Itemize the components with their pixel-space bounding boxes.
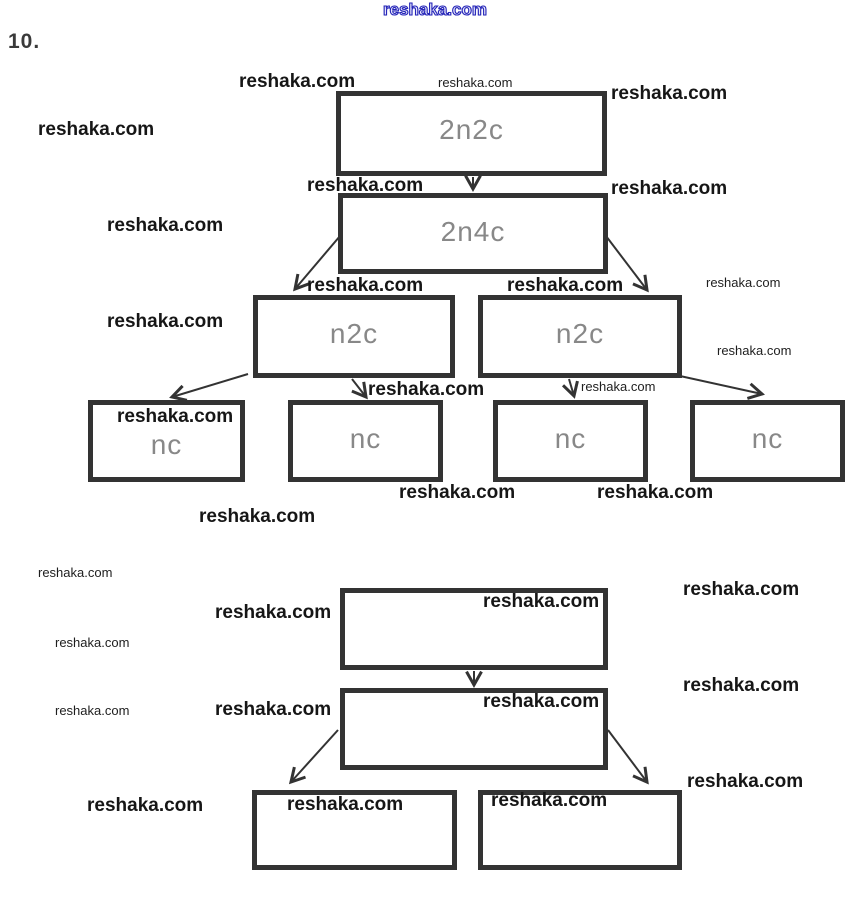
arrow-leftn2c-to-nc2 [351, 378, 368, 400]
box-empty-root [340, 588, 608, 670]
site-watermark: reshaka.com [307, 175, 424, 196]
box-empty-leaf-right [478, 790, 682, 870]
site-watermark: reshaka.com [215, 699, 332, 720]
box-empty-level2 [340, 688, 608, 770]
box-nc-3: nc [493, 400, 648, 482]
site-watermark: reshaka.com [117, 406, 234, 427]
site-watermark-header: reshaka.com [382, 0, 487, 19]
box-nc-1-label: nc [150, 429, 183, 460]
site-watermark: reshaka.com [55, 635, 130, 650]
site-watermark: reshaka.com [611, 83, 728, 104]
box-nc-4-label: nc [751, 423, 784, 454]
exercise-number: 10. [8, 30, 41, 53]
site-watermark: reshaka.com [483, 591, 600, 612]
box-nc-1: nc [88, 400, 245, 482]
site-watermark: reshaka.com [717, 343, 792, 358]
site-watermark: reshaka.com [307, 275, 424, 296]
arrow-level2-to-right-n2c [605, 235, 649, 293]
site-watermark: reshaka.com [581, 379, 656, 394]
site-watermark: reshaka.com [683, 579, 800, 600]
box-2n2c: 2n2c [336, 91, 607, 176]
site-watermark: reshaka.com [687, 771, 804, 792]
site-watermark: reshaka.com [38, 119, 155, 140]
box-empty-leaf-left [252, 790, 457, 870]
box-nc-3-label: nc [554, 423, 587, 454]
box-nc-2-label: nc [349, 423, 382, 454]
site-watermark: reshaka.com [107, 311, 224, 332]
site-watermark: reshaka.com [368, 379, 485, 400]
arrow-d2-level2-to-left [288, 729, 339, 785]
site-watermark: reshaka.com [239, 71, 356, 92]
arrow-d2-level2-to-right [607, 729, 649, 785]
site-watermark: reshaka.com [683, 675, 800, 696]
arrow-rightn2c-to-nc4 [679, 375, 765, 400]
arrow-leftn2c-to-nc1 [169, 373, 249, 402]
site-watermark: reshaka.com [483, 691, 600, 712]
box-2n2c-label: 2n2c [439, 114, 504, 145]
box-n2c-left: n2c [253, 295, 455, 378]
site-watermark: reshaka.com [87, 795, 204, 816]
box-n2c-right: n2c [478, 295, 682, 378]
box-2n4c: 2n4c [338, 193, 608, 274]
site-watermark: reshaka.com [597, 482, 714, 503]
site-watermark: reshaka.com [399, 482, 516, 503]
site-watermark: reshaka.com [107, 215, 224, 236]
site-watermark: reshaka.com [38, 565, 113, 580]
box-2n4c-label: 2n4c [440, 216, 506, 247]
site-watermark: reshaka.com [199, 506, 316, 527]
box-nc-4: nc [690, 400, 845, 482]
arrow-rightn2c-to-nc3 [561, 378, 579, 399]
site-watermark: reshaka.com [611, 178, 728, 199]
site-watermark: reshaka.com [215, 602, 332, 623]
site-watermark: reshaka.com [55, 703, 130, 718]
box-n2c-right-label: n2c [555, 318, 605, 349]
site-watermark: reshaka.com [491, 790, 608, 811]
site-watermark: reshaka.com [287, 794, 404, 815]
box-n2c-left-label: n2c [329, 318, 379, 349]
site-watermark: reshaka.com [438, 75, 513, 90]
site-watermark: reshaka.com [706, 275, 781, 290]
arrow-level2-to-left-n2c [293, 235, 341, 292]
site-watermark: reshaka.com [507, 275, 624, 296]
box-nc-2: nc [288, 400, 443, 482]
